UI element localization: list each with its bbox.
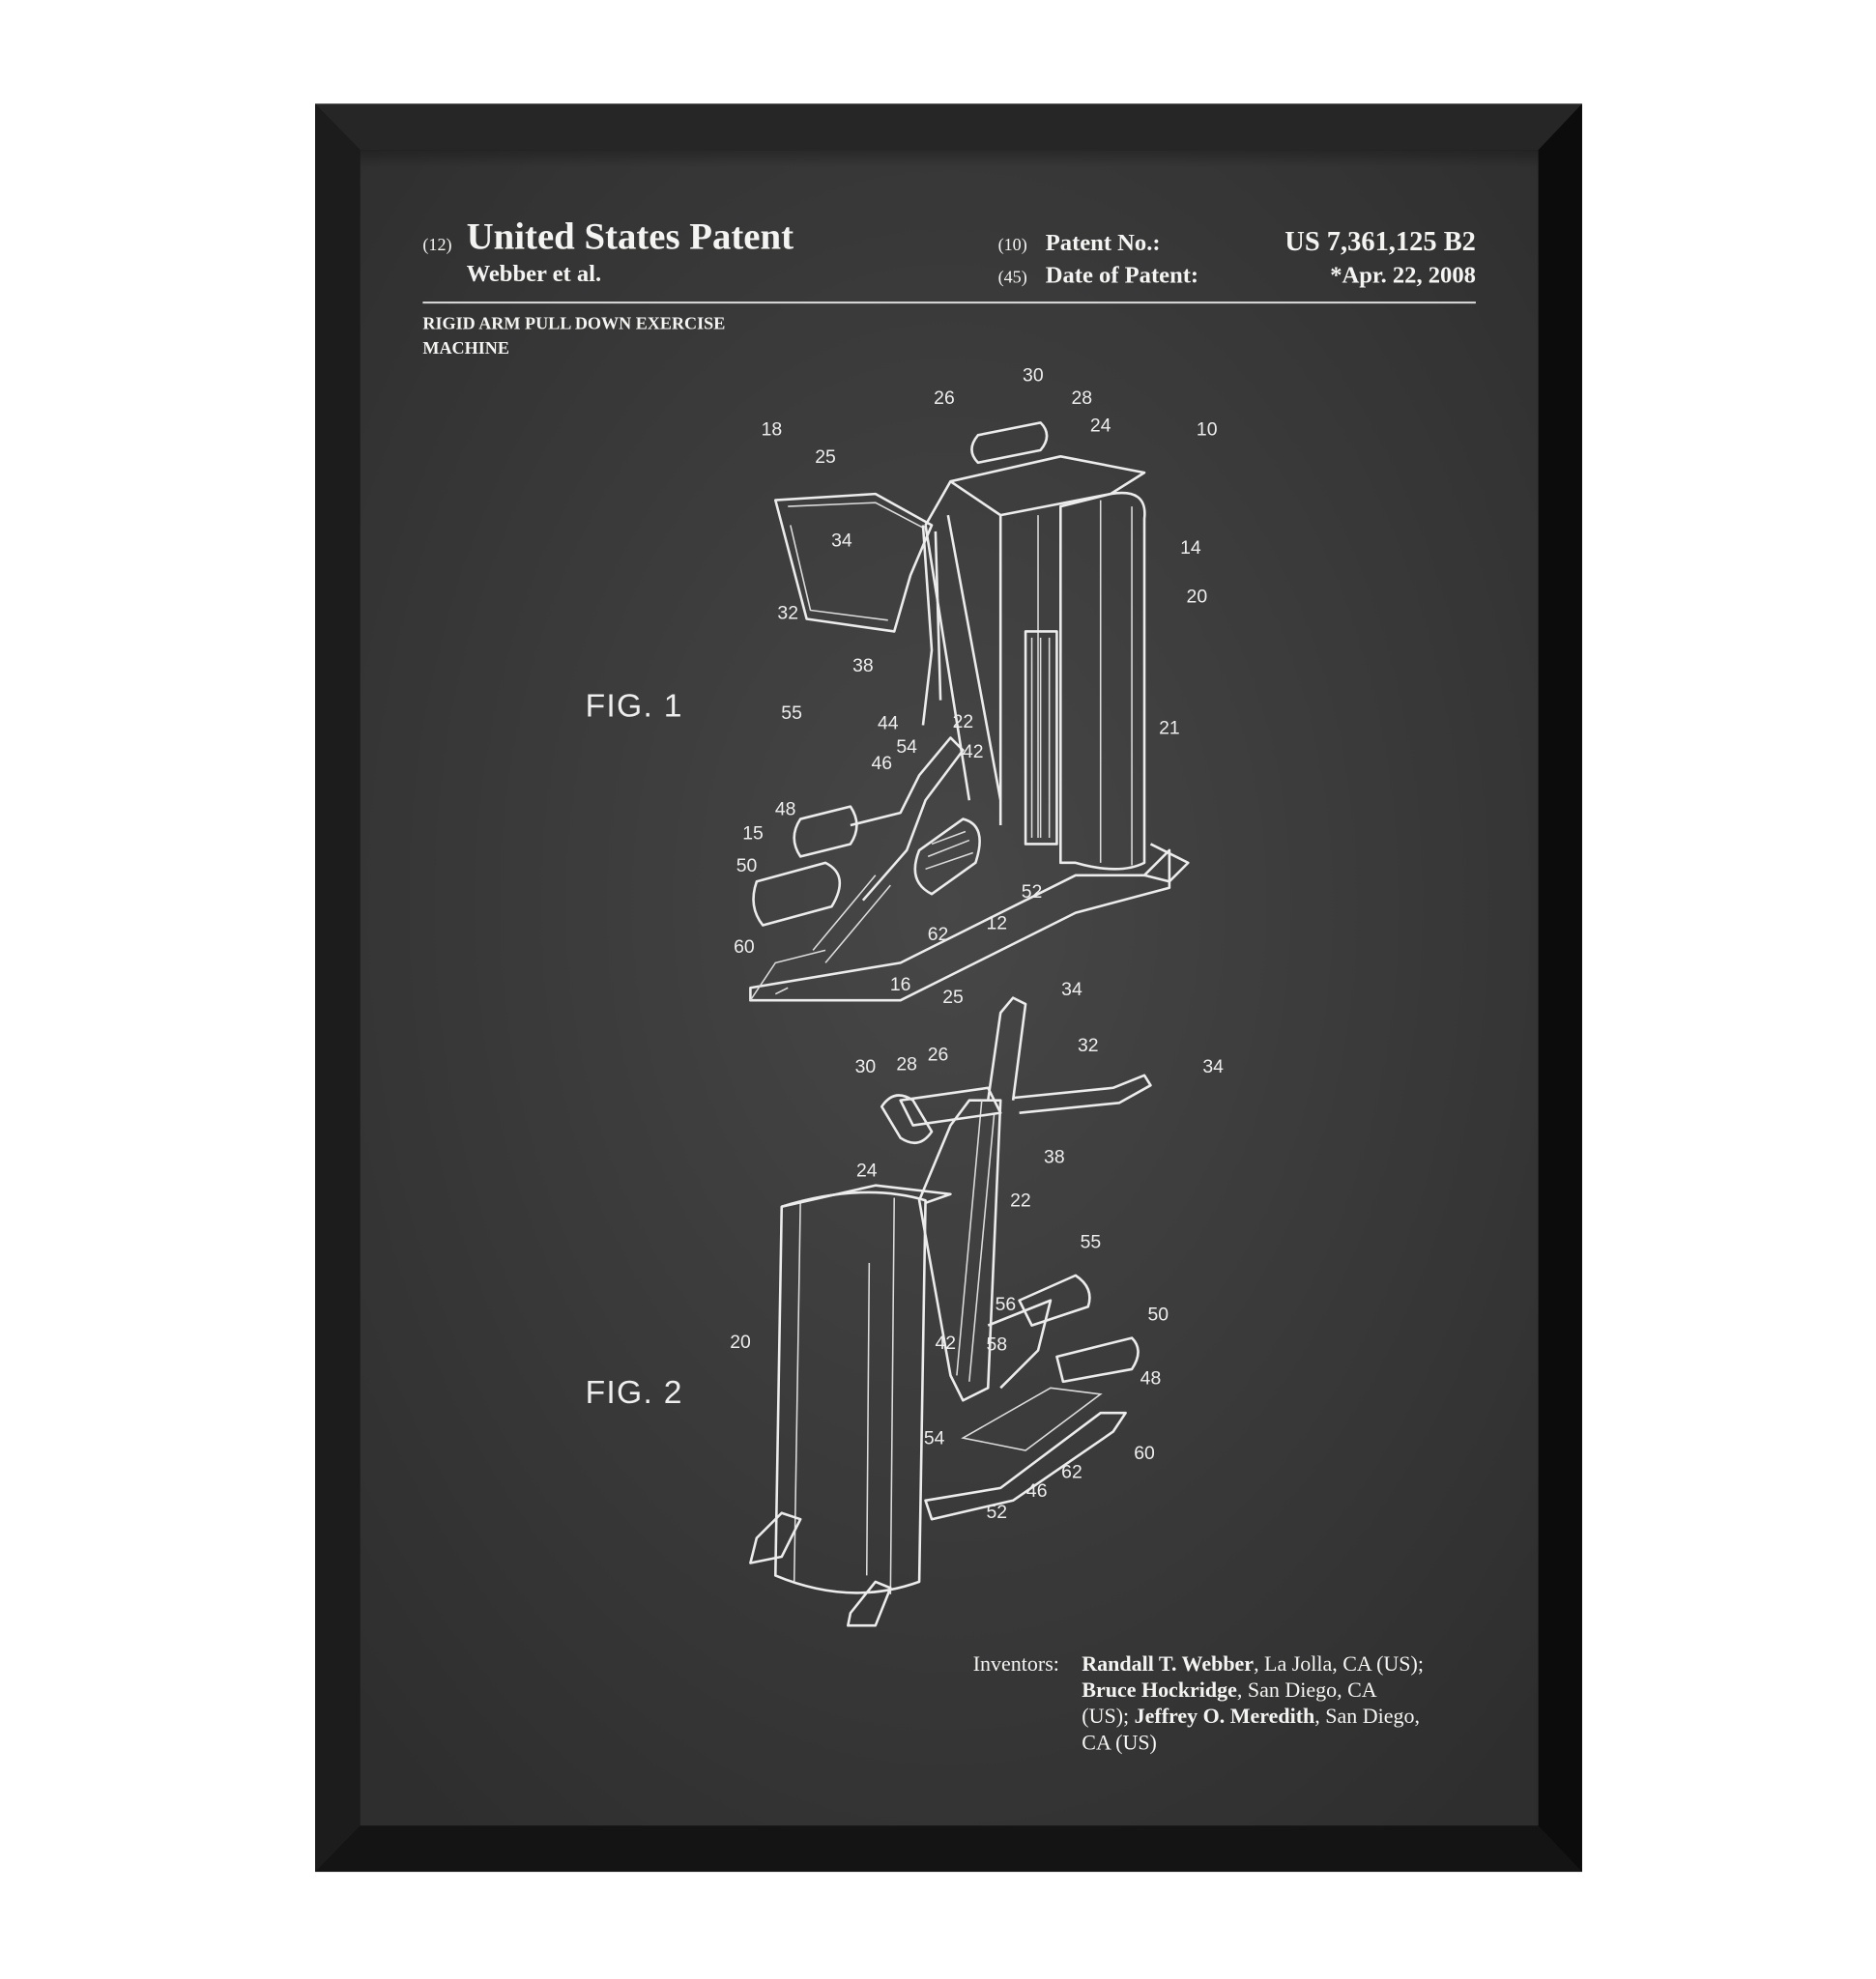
reference-numeral: 34 <box>831 530 852 551</box>
reference-numeral: 25 <box>815 446 836 468</box>
reference-numeral: 50 <box>736 855 758 876</box>
reference-numeral: 24 <box>1090 415 1111 436</box>
patent-title: United States Patent <box>467 216 794 258</box>
reference-numeral: 30 <box>855 1056 877 1077</box>
reference-numeral: 25 <box>942 987 964 1008</box>
reference-numeral: 24 <box>856 1161 878 1182</box>
reference-numeral: 55 <box>781 703 802 724</box>
reference-numeral: 62 <box>928 924 949 945</box>
reference-numeral: 30 <box>1023 365 1044 387</box>
inventor-line: Bruce Hockridge, San Diego, CA <box>1082 1678 1376 1702</box>
reference-numeral: 10 <box>1197 418 1218 440</box>
patent-date: *Apr. 22, 2008 <box>1330 262 1476 288</box>
reference-numeral: 22 <box>1010 1190 1031 1212</box>
reference-numeral: 34 <box>1202 1056 1224 1077</box>
reference-numeral: 54 <box>924 1428 945 1449</box>
patent-number: US 7,361,125 B2 <box>1284 227 1476 257</box>
reference-numeral: 52 <box>987 1502 1008 1523</box>
reference-numerals: 30 26 28 24 10 18 25 34 14 20 32 38 22 21 44 55 54 42 46 48… <box>730 365 1224 1523</box>
reference-numeral: 62 <box>1061 1461 1082 1482</box>
inventor-name: Randall T. Webber <box>1082 1651 1254 1676</box>
reference-numeral: 16 <box>890 974 911 995</box>
inventor-line: (US); Jeffrey O. Meredith, San Diego, <box>1082 1704 1420 1728</box>
reference-numeral: 20 <box>1187 587 1208 608</box>
reference-numeral: 60 <box>1134 1443 1155 1464</box>
reference-numeral: 38 <box>1044 1146 1065 1167</box>
inventor-location: , San Diego, <box>1314 1704 1420 1728</box>
code-45: (45) <box>998 267 1027 287</box>
figure-2-drawing <box>749 996 1152 1627</box>
reference-numeral: 60 <box>734 936 755 958</box>
reference-numeral: 46 <box>1026 1480 1048 1502</box>
reference-numeral: 48 <box>775 799 796 820</box>
reference-numeral: 28 <box>896 1054 917 1076</box>
invention-title-line-2: MACHINE <box>422 338 509 358</box>
reference-numeral: 26 <box>928 1044 949 1065</box>
patent-no-label: Patent No.: <box>1046 230 1161 256</box>
inventor-name: Jeffrey O. Meredith <box>1135 1704 1315 1728</box>
inventor-line: CA (US) <box>1082 1730 1157 1754</box>
assignee: Webber et al. <box>467 261 602 287</box>
reference-numeral: 12 <box>987 912 1008 933</box>
reference-numeral: 54 <box>896 736 917 758</box>
inventor-name: Bruce Hockridge <box>1082 1678 1237 1702</box>
reference-numeral: 32 <box>777 603 798 624</box>
chalkboard <box>360 150 1539 1826</box>
date-label: Date of Patent: <box>1046 262 1198 288</box>
reference-numeral: 21 <box>1159 718 1180 739</box>
reference-numeral: 20 <box>730 1332 751 1353</box>
code-10: (10) <box>998 235 1027 255</box>
inventor-line: Randall T. Webber, La Jolla, CA (US); <box>1082 1651 1424 1676</box>
reference-numeral: 58 <box>987 1334 1008 1356</box>
reference-numeral: 48 <box>1140 1367 1162 1389</box>
reference-numeral: 44 <box>878 712 899 733</box>
reference-numeral: 42 <box>963 741 984 762</box>
patent-header: (12) United States Patent Webber et al. … <box>422 216 1476 358</box>
invention-title-line-1: RIGID ARM PULL DOWN EXERCISE <box>422 313 725 332</box>
reference-numeral: 42 <box>935 1333 956 1354</box>
reference-numeral: 32 <box>1078 1035 1099 1056</box>
reference-numeral: 26 <box>934 387 955 409</box>
inventor-location: CA (US) <box>1082 1730 1157 1754</box>
reference-numeral: 28 <box>1072 387 1093 409</box>
reference-numeral: 14 <box>1180 537 1201 559</box>
figure-2-label: FIG. 2 <box>586 1375 683 1411</box>
reference-numeral: 46 <box>871 753 892 774</box>
figure-1-label: FIG. 1 <box>586 688 683 724</box>
reference-numeral: 50 <box>1147 1304 1169 1325</box>
figure-1-drawing <box>749 421 1190 1002</box>
inventor-location: (US); <box>1082 1704 1134 1728</box>
inventors-block: Inventors: Randall T. Webber, La Jolla, … <box>973 1651 1424 1755</box>
code-12: (12) <box>422 235 451 255</box>
reference-numeral: 52 <box>1022 881 1043 903</box>
reference-numeral: 34 <box>1061 979 1082 1000</box>
reference-numeral: 18 <box>762 418 783 440</box>
inventors-label: Inventors: <box>973 1651 1059 1676</box>
reference-numeral: 15 <box>742 822 764 844</box>
reference-numeral: 38 <box>852 655 874 676</box>
reference-numeral: 22 <box>953 711 974 732</box>
reference-numeral: 55 <box>1081 1231 1102 1252</box>
inventor-location: , San Diego, CA <box>1237 1678 1377 1702</box>
reference-numeral: 56 <box>996 1294 1017 1315</box>
inventor-location: , La Jolla, CA (US); <box>1254 1651 1424 1676</box>
